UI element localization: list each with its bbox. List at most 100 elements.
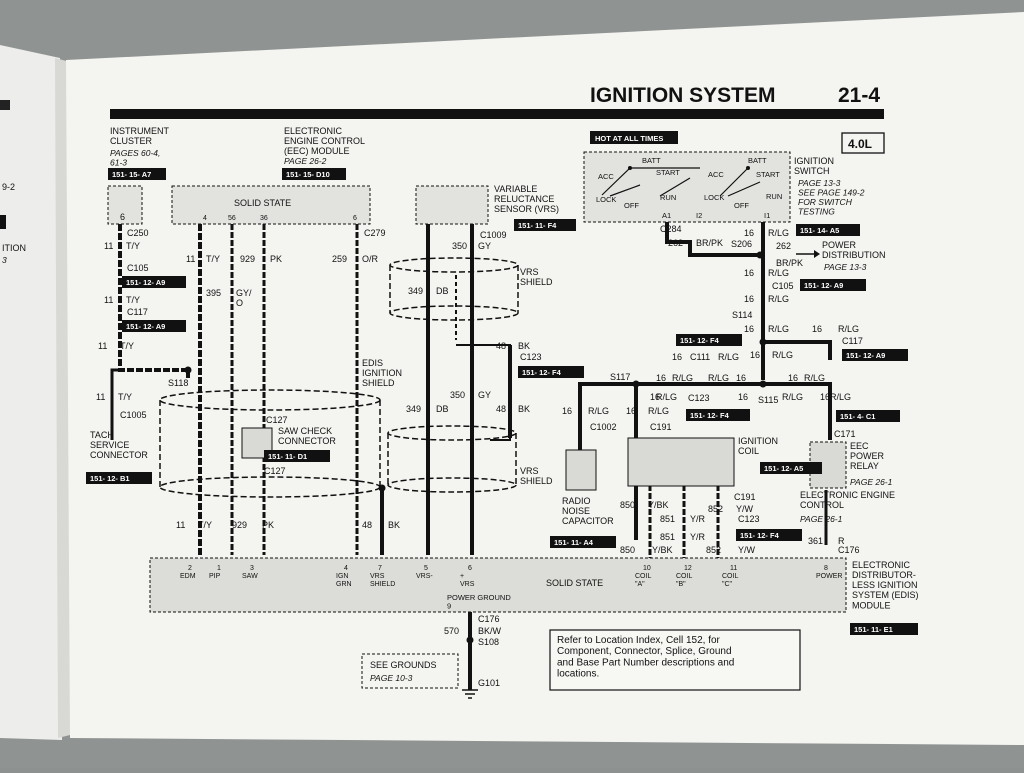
wire-color: T/Y xyxy=(126,295,140,305)
wire-color: R/LG xyxy=(768,324,789,334)
wire-color: DB xyxy=(436,286,449,296)
wire-color: BK/W xyxy=(478,626,502,636)
header-rule xyxy=(110,109,884,119)
wire-color: BK xyxy=(518,404,530,414)
wire-number: 16 xyxy=(672,352,682,362)
switch-label: RUN xyxy=(766,192,782,201)
pin-label: 36 xyxy=(260,215,268,222)
wire-number: 16 xyxy=(656,373,666,383)
wire-number: 851 xyxy=(660,532,675,542)
reference-tags: 151- 15- A7 151- 15- D10 151- 11- F4 151… xyxy=(86,168,918,635)
left-page-fragment: 3 xyxy=(2,255,7,265)
switch-label: I2 xyxy=(696,211,702,220)
eec-module-box xyxy=(171,185,371,225)
switch-label: BATT xyxy=(748,156,767,165)
wire-color: R/LG xyxy=(588,406,609,416)
wire-number: 16 xyxy=(820,392,830,402)
splice-label: S115 xyxy=(758,395,778,405)
wire-color: R/LG xyxy=(708,373,729,383)
connector-label: C117 xyxy=(127,307,148,317)
edis-pin-name: VRS- xyxy=(416,573,433,580)
connector-label: C176 xyxy=(838,545,860,555)
eec-module-body: SOLID STATE xyxy=(234,198,291,208)
switch-label: START xyxy=(656,168,680,177)
edis-pin-number: 10 xyxy=(643,565,651,572)
pin-label: 6 xyxy=(353,215,357,222)
wire-number: 16 xyxy=(788,373,798,383)
wire-number: 11 xyxy=(96,392,105,402)
edis-pin-name: SAW xyxy=(242,573,258,580)
instrument-cluster-box xyxy=(107,185,143,225)
wire-number: 11 xyxy=(176,520,185,530)
tag-label: 151- 12- A9 xyxy=(126,322,165,331)
wire-number: 850 xyxy=(620,545,635,555)
connector-label: C105 xyxy=(127,263,149,273)
edis-pin-name: POWER xyxy=(816,573,842,580)
wire-color: Y/R xyxy=(690,514,706,524)
connector-label: C105 xyxy=(772,281,794,291)
switch-label: START xyxy=(756,170,780,179)
wire-color: DB xyxy=(436,404,449,414)
wire-number: 259 xyxy=(332,254,347,264)
wire-color: T/Y xyxy=(198,520,212,530)
tag-label: 151- 12- A9 xyxy=(126,278,165,287)
edis-pin-name: COIL"A" xyxy=(635,573,651,588)
edis-module-body: SOLID STATE xyxy=(546,578,603,588)
edis-pin-number: 3 xyxy=(250,565,254,572)
edis-pin-name: COIL"B" xyxy=(676,573,692,588)
ground-label: G101 xyxy=(478,678,500,688)
edis-pin-number: 5 xyxy=(424,565,428,572)
vrs-sensor-box xyxy=(415,185,489,225)
wire-color: GY/O xyxy=(236,288,252,308)
pin-label: 4 xyxy=(203,215,207,222)
edis-pin-number: 2 xyxy=(188,565,192,572)
wire-color: T/Y xyxy=(126,241,140,251)
wire-number: 11 xyxy=(98,341,107,351)
wire-color: BK xyxy=(518,341,530,351)
see-grounds-ref: PAGE 10-3 xyxy=(370,673,413,683)
edis-pin-number: 6 xyxy=(468,565,472,572)
wire-color: T/Y xyxy=(120,341,134,351)
connector-label: C123 xyxy=(738,514,760,524)
eec-module-ref: PAGE 26-2 xyxy=(284,156,327,166)
edis-pin-name: +VRS xyxy=(460,573,475,588)
connector-label: C284 xyxy=(660,224,682,234)
wire-number: 11 xyxy=(104,241,113,251)
wire-number: 48 xyxy=(496,341,506,351)
splice-label: S114 xyxy=(732,310,752,320)
wire-number: 349 xyxy=(408,286,423,296)
connector-label: C127 xyxy=(264,466,286,476)
see-grounds-title: SEE GROUNDS xyxy=(370,660,437,670)
wire-number: 929 xyxy=(240,254,255,264)
wire-color: R/LG xyxy=(772,350,793,360)
wire-number: 262 xyxy=(776,241,791,251)
left-page-bar xyxy=(0,215,6,229)
pin-label: 56 xyxy=(228,215,236,222)
connector-label: C1009 xyxy=(480,230,507,240)
wire-number: 16 xyxy=(650,392,660,402)
ignition-coil-box xyxy=(627,437,735,487)
page-number: 21-4 xyxy=(838,84,880,107)
tag-label: 151- 14- A5 xyxy=(800,226,839,235)
engine-badge xyxy=(841,132,885,154)
main-page xyxy=(66,12,1024,745)
wire-number: 16 xyxy=(736,373,746,383)
switch-label: BATT xyxy=(642,156,661,165)
wire-color: Y/BK xyxy=(652,545,673,555)
wire-number: 262 xyxy=(668,238,683,248)
power-distribution-ref: PAGE 13-3 xyxy=(824,262,867,272)
wire-color: T/Y xyxy=(206,254,220,264)
switch-label: LOCK xyxy=(596,195,616,204)
wire-color: R/LG xyxy=(830,392,851,402)
